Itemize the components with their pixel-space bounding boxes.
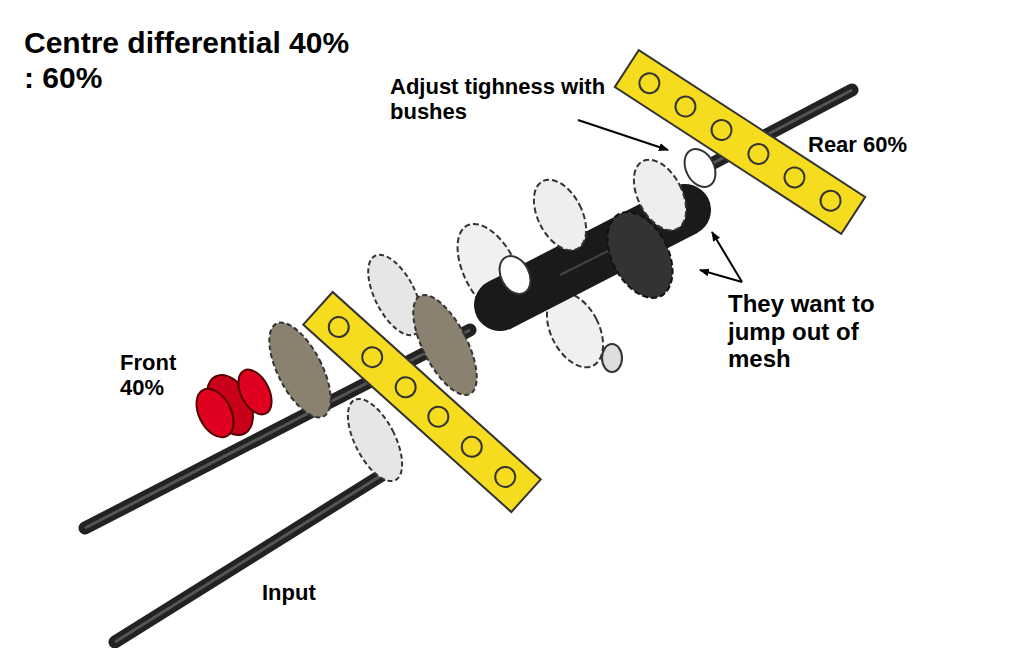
beam-hole [491, 463, 519, 491]
beam-hole [672, 93, 700, 121]
bush [232, 364, 279, 419]
beam-hole [325, 313, 353, 341]
beam-hole [636, 69, 664, 97]
beam-hole [745, 140, 773, 168]
callout-label: They want to jump out of mesh [728, 290, 906, 373]
bush [189, 383, 241, 444]
beam-hole [458, 433, 486, 461]
beam-hole [781, 164, 809, 192]
callout-label: Input [262, 580, 316, 605]
beam-hole [392, 373, 420, 401]
beam-hole [708, 116, 736, 144]
leader-arrow [578, 120, 668, 150]
bush [493, 251, 536, 299]
red-bush [189, 364, 278, 443]
beam-hole [817, 187, 845, 215]
beam-hole [358, 343, 386, 371]
gear [523, 171, 597, 259]
callout-label: Rear 60% [808, 132, 907, 157]
differential [444, 144, 721, 377]
diagram-title: Centre differential 40% : 60% [24, 26, 364, 95]
callout-label: Adjust tighness with bushes [390, 74, 610, 125]
beam-hole [424, 403, 452, 431]
callout-label: Front 40% [120, 350, 202, 401]
leader-arrow [700, 270, 742, 282]
bush [602, 344, 622, 372]
diff-detail [560, 250, 610, 275]
